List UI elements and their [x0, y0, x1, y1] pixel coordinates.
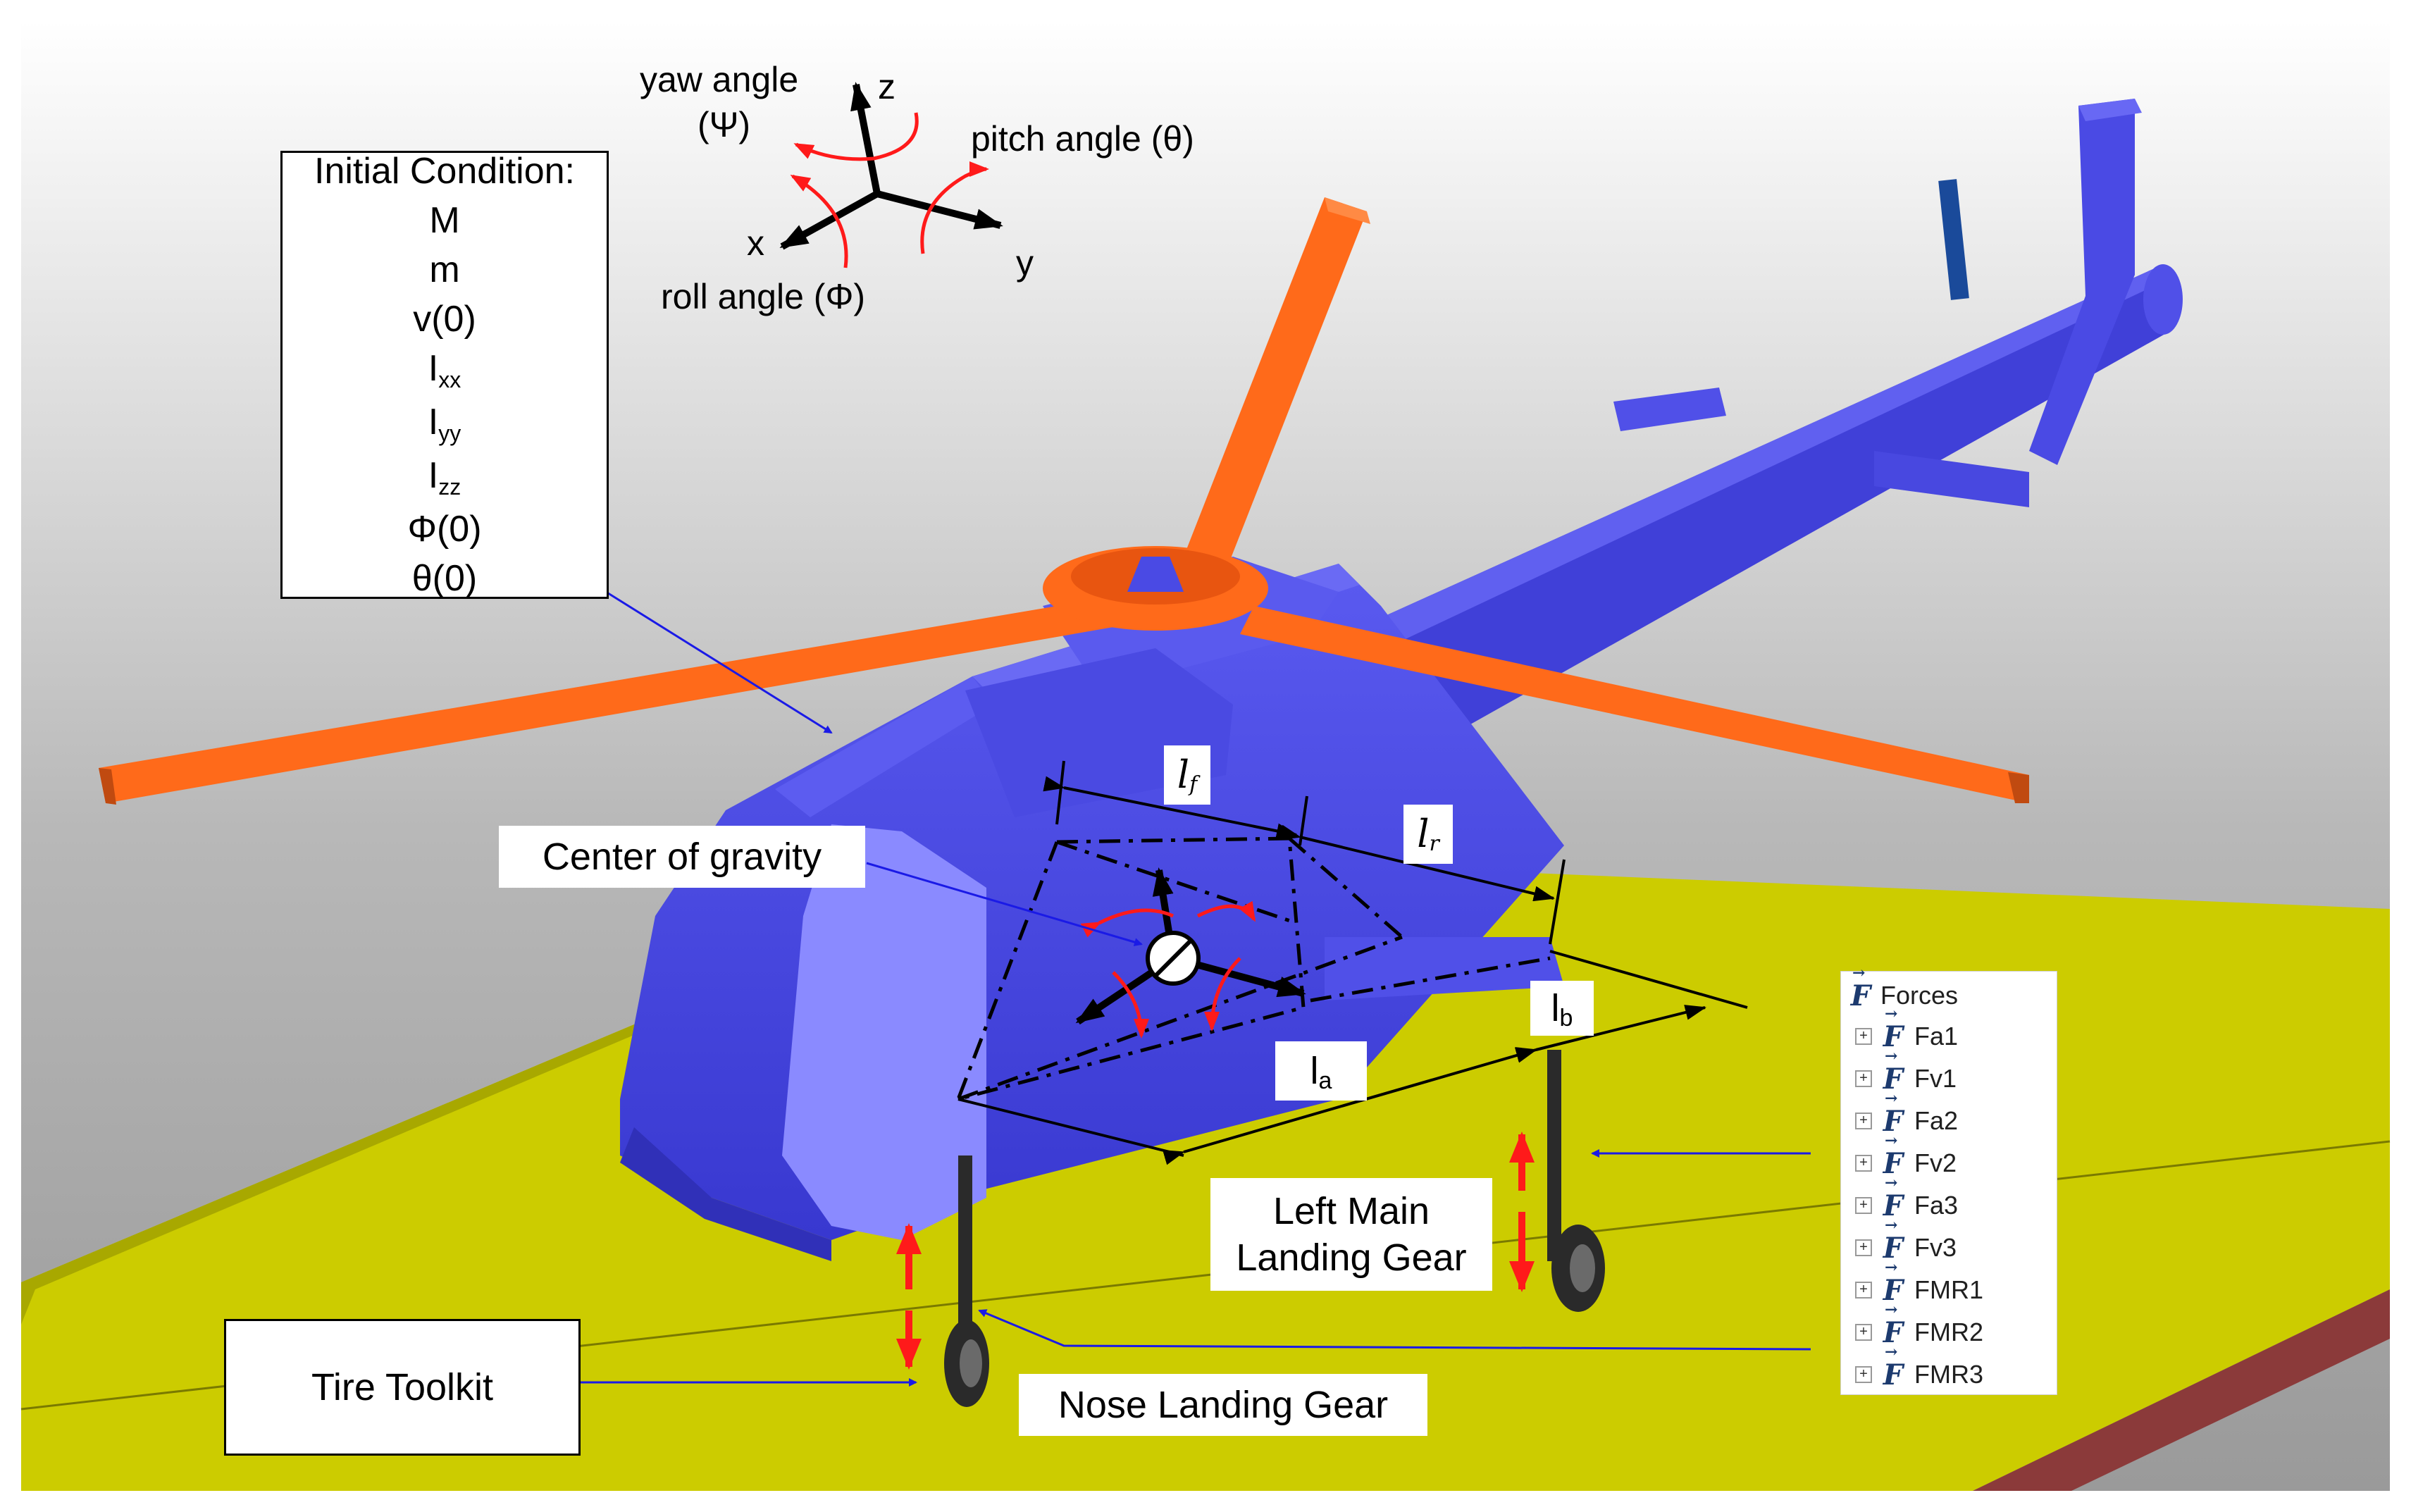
- expand-icon[interactable]: +: [1855, 1155, 1872, 1172]
- expand-icon[interactable]: +: [1855, 1197, 1872, 1214]
- left-main-landing-gear-label: Left Main Landing Gear: [1210, 1178, 1492, 1291]
- pointer-arrows: [578, 590, 1811, 1387]
- roll-angle-label: roll angle (Φ): [661, 277, 865, 316]
- initial-condition-item: v(0): [413, 299, 476, 340]
- force-item-label: Fa2: [1914, 1106, 1959, 1135]
- expand-icon[interactable]: +: [1855, 1028, 1872, 1045]
- dim-sub: b: [1559, 1005, 1573, 1031]
- force-item-label: FMR2: [1914, 1318, 1983, 1346]
- dim-base: l: [1177, 752, 1190, 797]
- tire-toolkit-label: Tire Toolkit: [224, 1319, 581, 1456]
- expand-icon[interactable]: +: [1855, 1239, 1872, 1256]
- inertia-base: I: [428, 455, 439, 496]
- initial-condition-item: M: [429, 200, 460, 241]
- nose-landing-gear-label: Nose Landing Gear: [1019, 1374, 1427, 1436]
- yaw-angle-label: yaw angle: [640, 60, 799, 99]
- initial-condition-item: m: [429, 249, 460, 290]
- nose-landing-gear-model: [944, 1155, 989, 1407]
- force-item-label: Fv2: [1914, 1148, 1957, 1177]
- force-item-label: Fv1: [1914, 1064, 1957, 1093]
- dim-sub: f: [1189, 772, 1198, 797]
- inertia-sub: yy: [438, 421, 461, 446]
- cg-axes: [1075, 867, 1306, 1039]
- expand-icon[interactable]: +: [1855, 1366, 1872, 1383]
- left-main-line1: Left Main: [1272, 1190, 1430, 1232]
- main-rotor: [99, 197, 2029, 805]
- inertia-base: I: [428, 402, 439, 442]
- dim-base: l: [1310, 1050, 1319, 1092]
- global-axes: [779, 82, 1003, 268]
- force-icon: F: [1847, 964, 1875, 1012]
- force-item-label: FMR3: [1914, 1360, 1983, 1389]
- force-item-label: Fa3: [1914, 1191, 1959, 1220]
- force-item-label: Fv3: [1914, 1233, 1957, 1262]
- z-axis-label: z: [878, 67, 895, 106]
- expand-icon[interactable]: +: [1855, 1070, 1872, 1087]
- force-icon: F: [1879, 1258, 1907, 1307]
- yaw-symbol-label: (Ψ): [698, 105, 751, 144]
- dimension-lines: [957, 760, 1748, 1165]
- dim-sub: r: [1429, 831, 1439, 856]
- dim-base: l: [1551, 987, 1560, 1029]
- x-axis-label: x: [747, 223, 764, 263]
- inertia-base: I: [428, 348, 439, 389]
- initial-condition-title: Initial Condition:: [314, 151, 575, 192]
- inertia-sub: zz: [438, 474, 461, 500]
- dim-base: l: [1417, 812, 1430, 856]
- initial-condition-item: θ(0): [411, 558, 478, 599]
- dim-sub: a: [1318, 1067, 1332, 1094]
- left-main-line2: Landing Gear: [1236, 1237, 1467, 1279]
- left-main-landing-gear-model: [1547, 1050, 1605, 1312]
- force-icon: F: [1879, 1343, 1907, 1392]
- force-item-label: FMR1: [1914, 1275, 1983, 1304]
- expand-icon[interactable]: +: [1855, 1282, 1872, 1299]
- center-of-gravity-label: Center of gravity: [499, 826, 865, 888]
- expand-icon[interactable]: +: [1855, 1324, 1872, 1341]
- force-item-label: Fa1: [1914, 1022, 1959, 1051]
- expand-icon[interactable]: +: [1855, 1113, 1872, 1129]
- pitch-angle-label: pitch angle (θ): [971, 119, 1194, 159]
- suspension-arrows: [896, 1132, 1535, 1370]
- inertia-sub: xx: [438, 367, 461, 392]
- y-axis-label: y: [1016, 243, 1034, 283]
- initial-condition-item: Φ(0): [407, 509, 482, 550]
